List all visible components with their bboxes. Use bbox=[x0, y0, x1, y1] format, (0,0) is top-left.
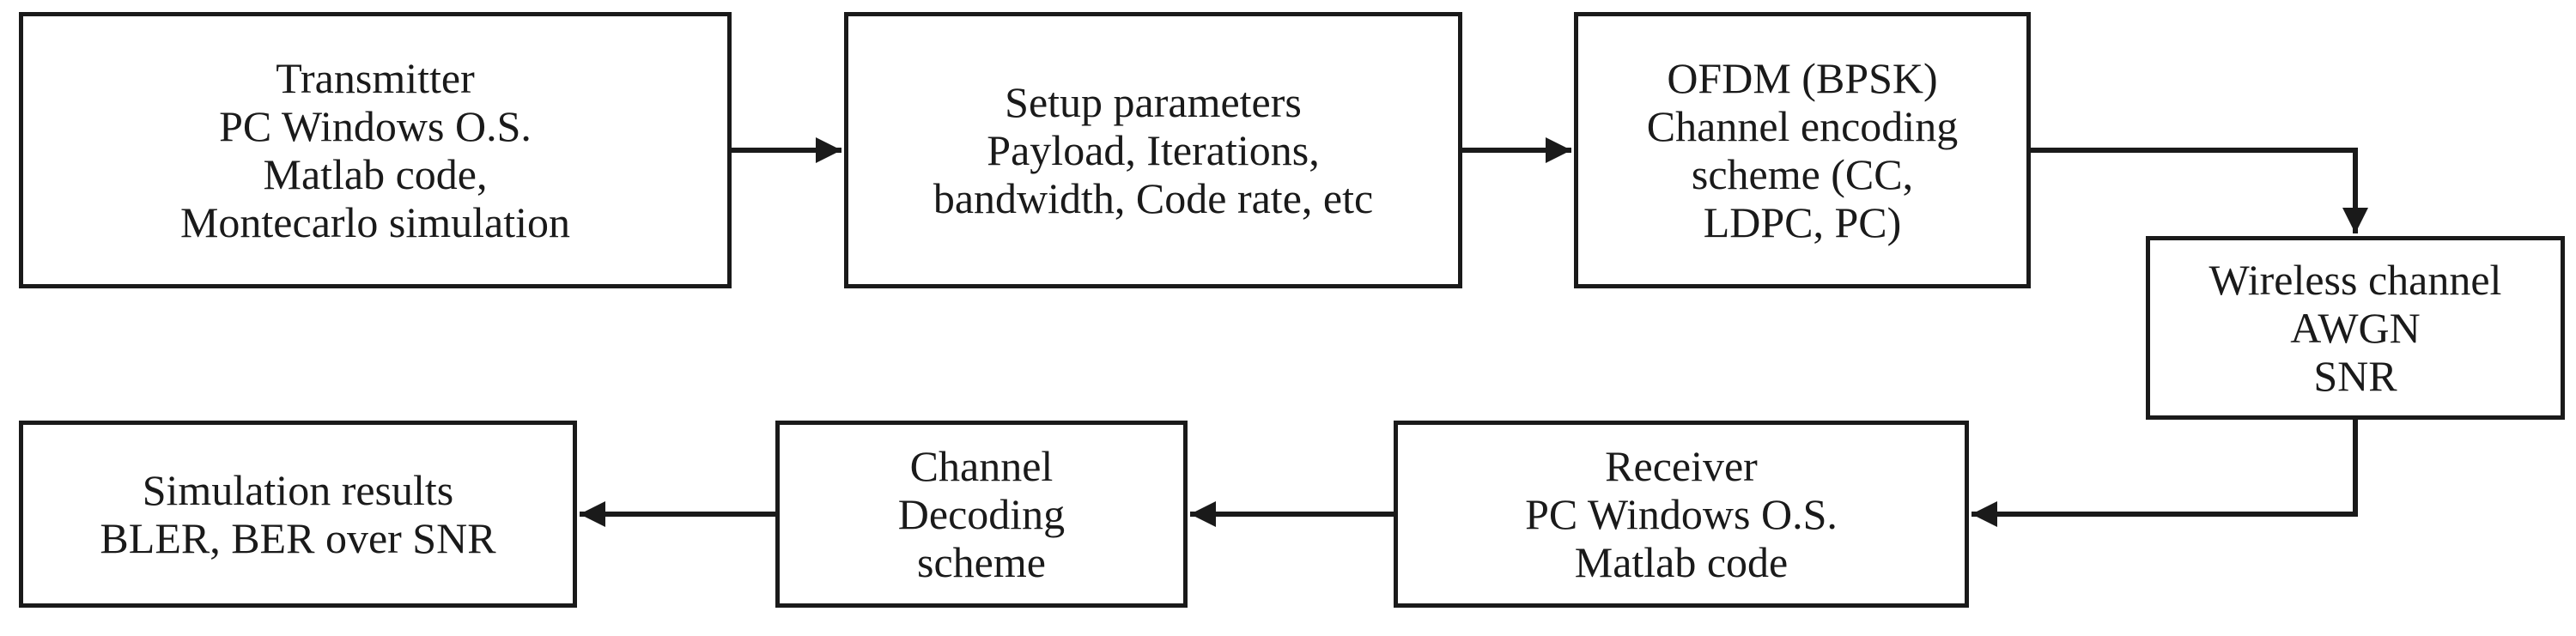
arrow-ofdm-to-wireless bbox=[2031, 148, 2368, 233]
simulation-results-box: Simulation results BLER, BER over SNR bbox=[19, 421, 577, 608]
wireless-channel-box: Wireless channel AWGN SNR bbox=[2146, 236, 2565, 420]
channel-decoding-label: Channel Decoding scheme bbox=[897, 442, 1066, 586]
arrow-wireless-to-receiver bbox=[1971, 420, 2358, 527]
receiver-box: Receiver PC Windows O.S. Matlab code bbox=[1394, 421, 1969, 608]
wireless-channel-label: Wireless channel AWGN SNR bbox=[2208, 256, 2502, 400]
transmitter-label: Transmitter PC Windows O.S. Matlab code,… bbox=[179, 54, 571, 246]
ofdm-encoding-box: OFDM (BPSK) Channel encoding scheme (CC,… bbox=[1574, 12, 2031, 288]
setup-parameters-label: Setup parameters Payload, Iterations, ba… bbox=[933, 78, 1374, 222]
transmitter-box: Transmitter PC Windows O.S. Matlab code,… bbox=[19, 12, 732, 288]
ofdm-encoding-label: OFDM (BPSK) Channel encoding scheme (CC,… bbox=[1646, 54, 1959, 246]
simulation-results-label: Simulation results BLER, BER over SNR bbox=[100, 466, 496, 562]
channel-decoding-box: Channel Decoding scheme bbox=[775, 421, 1188, 608]
receiver-label: Receiver PC Windows O.S. Matlab code bbox=[1525, 442, 1838, 586]
setup-parameters-box: Setup parameters Payload, Iterations, ba… bbox=[844, 12, 1462, 288]
